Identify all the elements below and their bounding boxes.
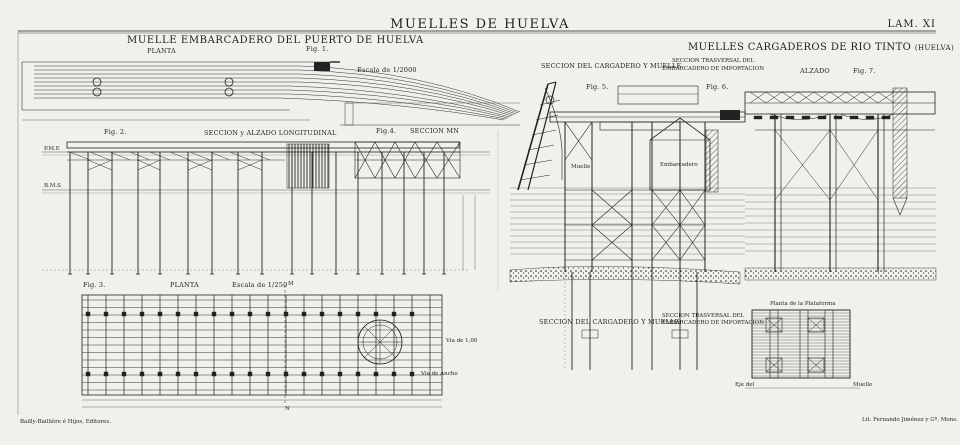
fig5-section-drawing	[509, 81, 937, 370]
fig6-label: Fig. 6.	[706, 83, 729, 91]
right-title-suffix: (HUELVA)	[914, 44, 955, 52]
fig3-planta-label: PLANTA	[170, 281, 199, 289]
right-title-main: MUELLES CARGADEROS DE RIO TINTO	[688, 42, 912, 53]
fig1-scale-label: Escala de 1/2000	[357, 66, 417, 74]
fig1-planta-label: PLANTA	[147, 47, 176, 55]
platform-plan-label: Planta de la Plataforma	[770, 301, 836, 307]
fig6-caption-1: SECCION TRASVERSAL DEL	[662, 313, 745, 319]
embarcadero-label: Embarcadero	[660, 162, 698, 168]
muelle-bottom-label: Muelle	[853, 382, 873, 388]
fig4-section-mn-label: SECCION MN	[410, 127, 460, 135]
fig6-caption-2: EMBARCADERO DE IMPORTACION	[662, 320, 765, 326]
fig5-label: Fig. 5.	[586, 83, 609, 91]
fig7-elevation-drawing	[744, 87, 936, 272]
platform-plan-drawing	[745, 309, 860, 389]
bms-label: B.M.S	[44, 183, 61, 189]
publisher-credit: Bailly-Baillière é Hijos, Editores.	[20, 419, 111, 425]
section-marker-n: N	[285, 406, 290, 412]
left-section-title: MUELLE EMBARCADERO DEL PUERTO DE HUELVA	[127, 35, 424, 46]
fig2-label: Fig. 2.	[104, 128, 127, 136]
fig7-label: Fig. 7.	[853, 67, 876, 75]
fig2-elevation-drawing	[42, 141, 490, 275]
fig5-caption: SECCION DEL CARGADERO Y MUELLE	[539, 318, 680, 326]
plate-number: LAM. XI	[887, 19, 936, 30]
via-label-2: Via de Ancho	[421, 371, 458, 377]
eje-del-label: Eje del	[735, 382, 755, 388]
alzado-label: ALZADO	[800, 67, 830, 75]
fig4-label: Fig.4.	[376, 127, 397, 135]
pme-label: P.M.E	[44, 146, 60, 152]
fig3-label: Fig. 3.	[83, 281, 106, 289]
fig3-plan-drawing	[81, 285, 443, 408]
fig1-label: Fig. 1.	[306, 45, 329, 53]
fig1-plan-drawing	[21, 61, 521, 126]
fig3-scale-label: Escala de 1/250	[232, 281, 288, 289]
lithographer-credit: Lit. Fernando Jiménez y Gª, Mons.	[862, 417, 958, 423]
fig2-section-elevation-label: SECCION y ALZADO LONGITUDINAL	[204, 129, 337, 137]
section-cargadero-label: SECCION DEL CARGADERO Y MUELLE	[541, 62, 682, 70]
section-transversal-label: SECCION TRASVERSAL DEL	[672, 58, 755, 64]
via-label-1: Via de 1,00	[446, 338, 478, 344]
plate-title: MUELLES DE HUELVA	[390, 17, 570, 32]
embarcadero-importacion-label: EMBARCADERO DE IMPORTACION	[662, 66, 765, 72]
muelle-label: Muelle	[571, 164, 591, 170]
section-marker-m: M	[288, 281, 294, 287]
right-section-title: MUELLES CARGADEROS DE RIO TINTO (HUELVA)	[688, 42, 954, 53]
